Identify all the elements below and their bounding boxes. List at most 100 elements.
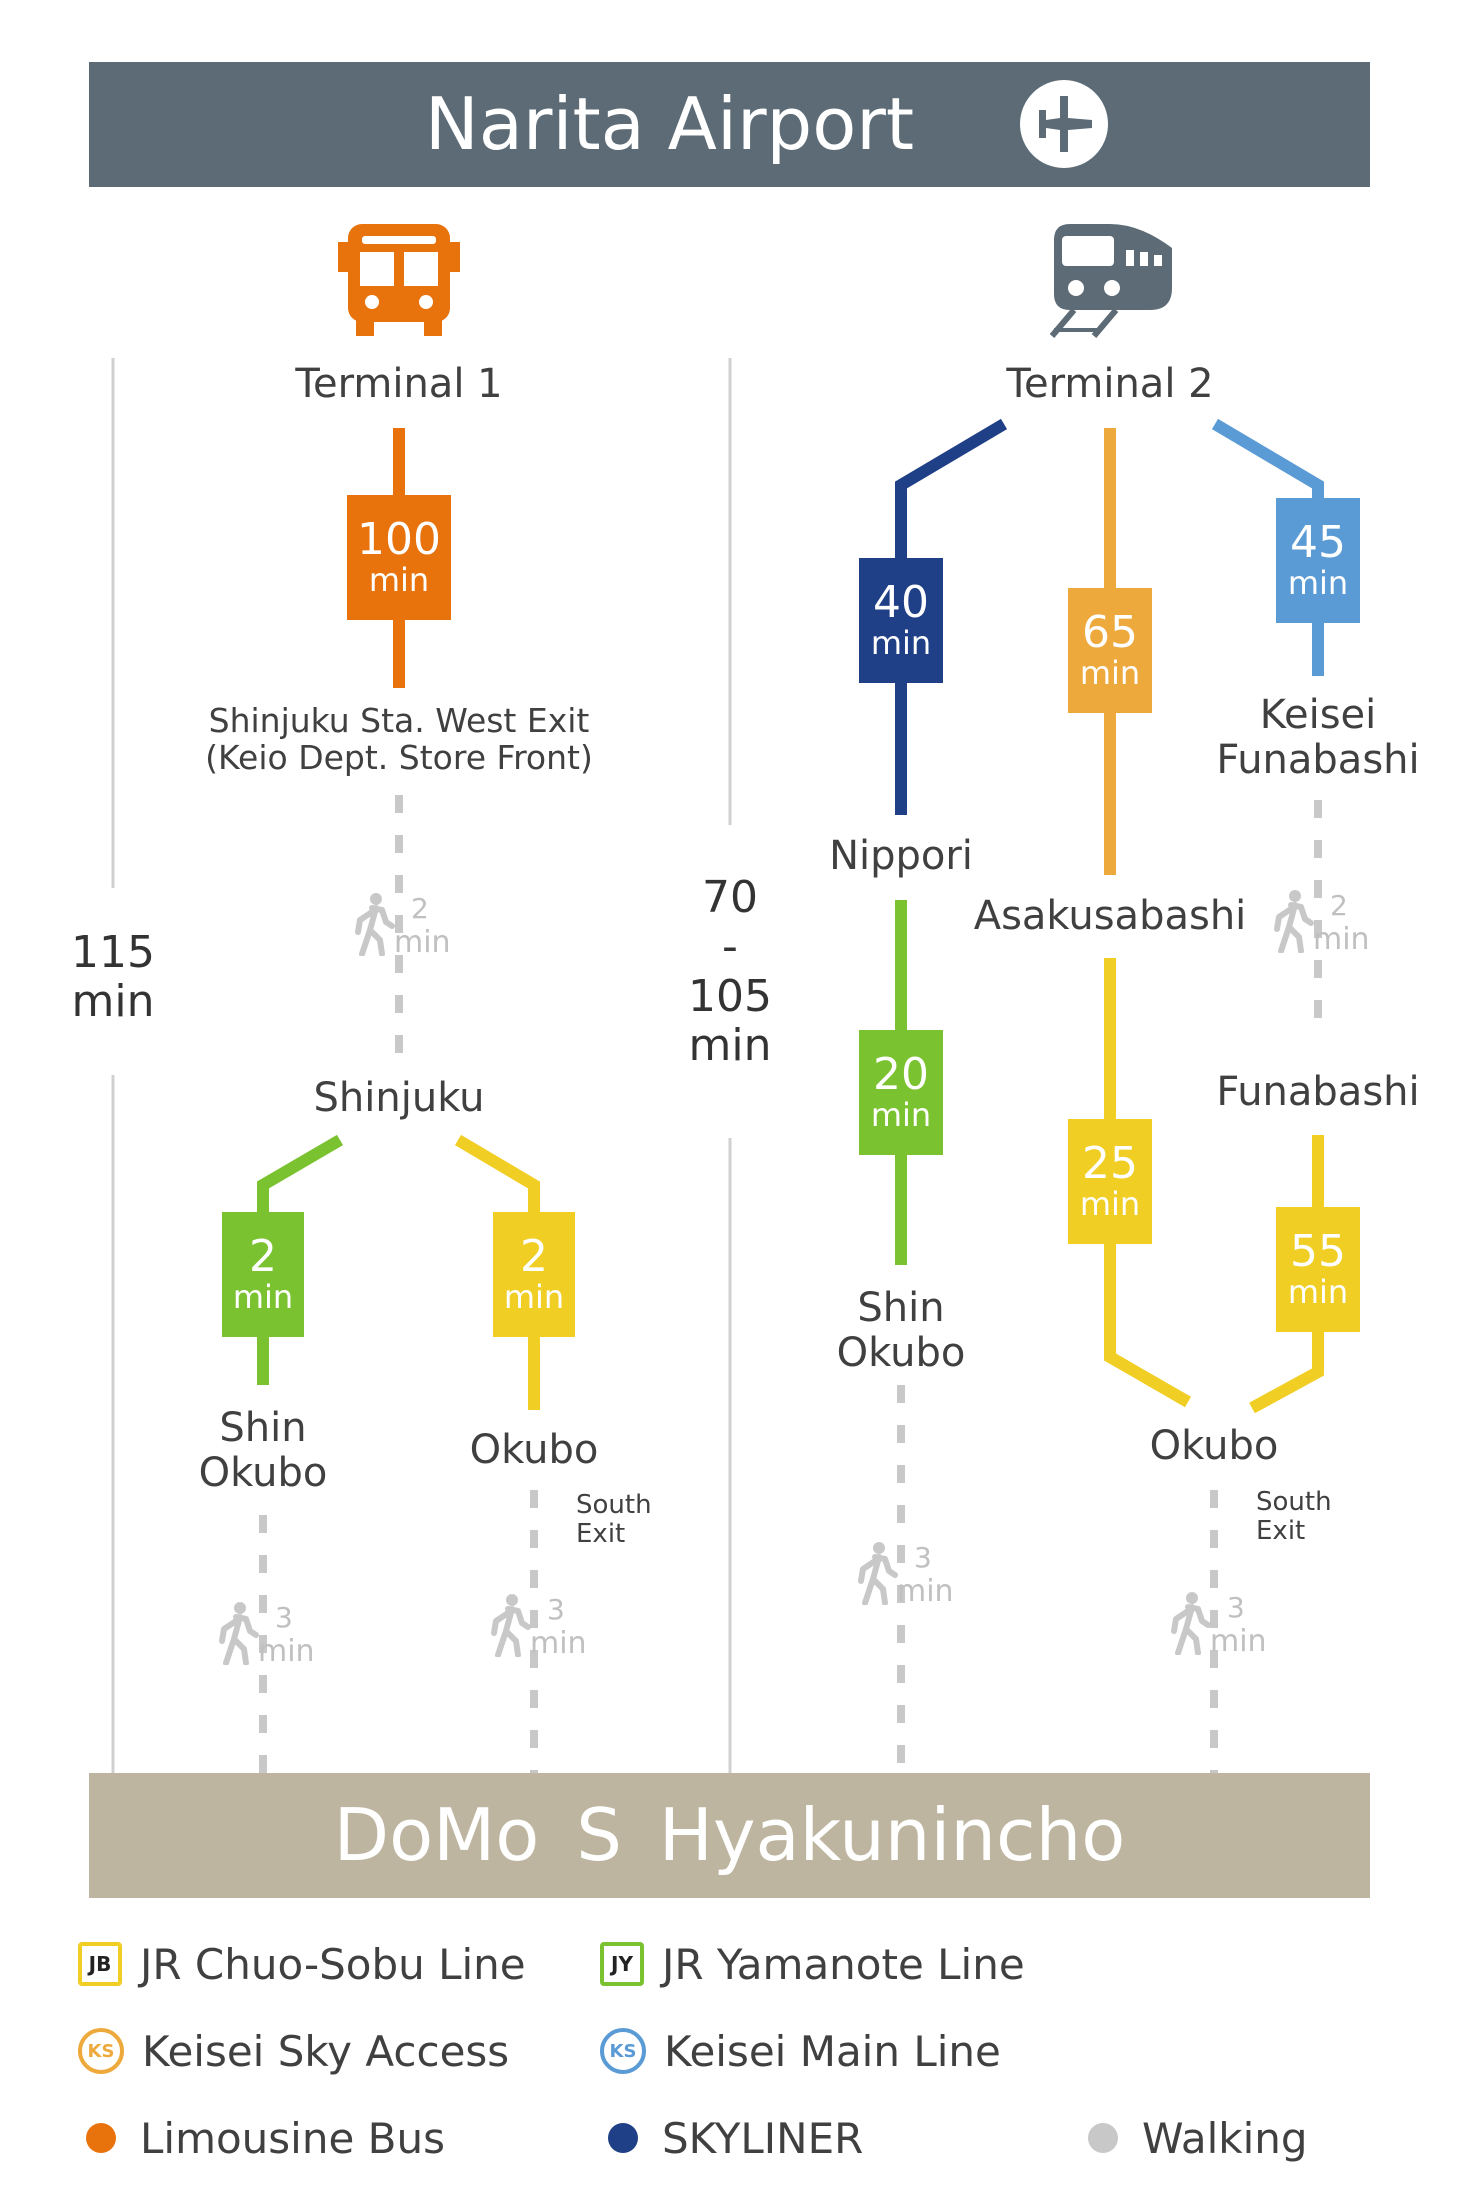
exit-note-line-1: South xyxy=(1256,1487,1332,1517)
walk-minutes: 3 xyxy=(1227,1591,1245,1624)
walking-person-icon xyxy=(219,1602,259,1665)
jr-yamanote-badge: JY xyxy=(600,1942,644,1986)
walk-unit: min xyxy=(258,1634,315,1669)
keisei-main-badge: KS xyxy=(600,2028,646,2074)
chuo-sobu-time-unit: min xyxy=(1079,1185,1141,1223)
skyliner-time-unit: min xyxy=(870,624,932,662)
bus-icon xyxy=(338,224,460,336)
walk-unit: min xyxy=(530,1626,587,1661)
walk-unit: min xyxy=(394,925,451,960)
station-name-line-2: Okubo xyxy=(836,1329,966,1376)
station-terminal-1: Terminal 1 xyxy=(295,361,503,407)
yamanote-time-box: 2 min xyxy=(222,1212,304,1337)
limousine-bus-dot xyxy=(86,2123,116,2153)
legend-item-jr-chuo-sobu: JB JR Chuo-Sobu Line xyxy=(78,1934,526,1994)
bus-total-value: 115 xyxy=(71,927,155,978)
south-exit-note-2: South Exit xyxy=(1256,1487,1332,1547)
legend-item-keisei-main: KS Keisei Main Line xyxy=(600,2021,1001,2081)
train-total-unit: min xyxy=(688,1019,772,1071)
yamanote-time-unit: min xyxy=(870,1096,932,1134)
legend-item-jr-yamanote: JY JR Yamanote Line xyxy=(600,1934,1025,1994)
walk-minutes: 2 xyxy=(1330,889,1348,922)
legend-item-walking: Walking xyxy=(1080,2108,1308,2168)
keisei-sky-access-badge: KS xyxy=(78,2028,124,2074)
walking-person-icon xyxy=(1171,1592,1211,1655)
bus-stop-line-2: (Keio Dept. Store Front) xyxy=(205,737,593,777)
train-total-to: 105 xyxy=(688,970,772,1022)
bus-stop-label: Shinjuku Sta. West Exit (Keio Dept. Stor… xyxy=(205,701,593,777)
station-name-line-1: Keisei xyxy=(1259,692,1377,738)
legend-item-keisei-sky-access: KS Keisei Sky Access xyxy=(78,2021,509,2081)
header-banner: Narita Airport xyxy=(89,62,1370,187)
station-keisei-funabashi: Keisei Funabashi xyxy=(1216,693,1419,783)
walk-minutes: 3 xyxy=(275,1601,293,1634)
keisei-main-time-value: 45 xyxy=(1290,516,1346,568)
legend-label: Limousine Bus xyxy=(140,2113,445,2163)
bus-total-time: 115 min xyxy=(71,928,155,1027)
sky-access-time-unit: min xyxy=(1079,654,1141,692)
legend-label: Walking xyxy=(1142,2113,1308,2163)
train-icon xyxy=(1049,224,1172,338)
legend-label: Keisei Main Line xyxy=(664,2026,1001,2076)
yamanote-time-box-2: 20 min xyxy=(859,1030,943,1155)
chuo-sobu-time-value: 25 xyxy=(1082,1137,1138,1189)
yamanote-time-value: 20 xyxy=(873,1048,929,1100)
destination-title: DoMo S Hyakunincho xyxy=(333,1793,1126,1877)
destination-banner: DoMo S Hyakunincho xyxy=(89,1773,1370,1898)
jr-chuo-sobu-badge: JB xyxy=(78,1942,122,1986)
walk-minutes: 2 xyxy=(411,892,429,925)
walk-unit: min xyxy=(1313,922,1370,957)
station-shin-okubo-2: Shin Okubo xyxy=(837,1286,966,1376)
walk-unit: min xyxy=(1210,1624,1267,1659)
station-name-line-1: Shin xyxy=(857,1285,945,1331)
train-total-time: 70 - 105 min xyxy=(688,873,772,1070)
walk-badge: 2 min xyxy=(1271,885,1381,965)
station-shin-okubo: Shin Okubo xyxy=(199,1406,328,1496)
walk-badge: 3 min xyxy=(1168,1587,1278,1667)
chuo-sobu-time-value: 55 xyxy=(1290,1225,1346,1277)
legend-item-limousine-bus: Limousine Bus xyxy=(78,2108,445,2168)
station-name-line-1: Shin xyxy=(219,1405,307,1451)
bus-total-unit: min xyxy=(71,976,155,1028)
bus-stop-line-1: Shinjuku Sta. West Exit xyxy=(208,701,590,740)
chuo-sobu-time-box: 2 min xyxy=(493,1212,575,1337)
bus-time-value: 100 xyxy=(357,513,441,565)
chuo-sobu-time-box-funabashi: 55 min xyxy=(1276,1207,1360,1332)
station-okubo: Okubo xyxy=(469,1427,599,1473)
exit-note-line-2: Exit xyxy=(1256,1516,1306,1547)
chuo-sobu-time-unit: min xyxy=(503,1278,565,1316)
station-nippori: Nippori xyxy=(829,833,973,879)
station-name-line-2: Okubo xyxy=(198,1449,328,1496)
chuo-sobu-time-box-asakusabashi: 25 min xyxy=(1068,1119,1152,1244)
walk-badge: 3 min xyxy=(488,1589,598,1669)
chuo-sobu-time-unit: min xyxy=(1287,1273,1349,1311)
train-total-from: 70 xyxy=(701,872,758,923)
walk-badge: 3 min xyxy=(855,1537,965,1617)
station-name-line-2: Funabashi xyxy=(1216,736,1420,783)
walk-badge: 2 min xyxy=(352,888,462,968)
skyliner-dot xyxy=(608,2123,638,2153)
walk-minutes: 3 xyxy=(547,1593,565,1626)
skyliner-time-box: 40 min xyxy=(859,558,943,683)
legend-label: JR Yamanote Line xyxy=(662,1939,1025,1989)
station-asakusabashi: Asakusabashi xyxy=(973,893,1247,939)
yamanote-time-value: 2 xyxy=(249,1230,277,1282)
walk-badge: 3 min xyxy=(216,1597,326,1677)
walking-person-icon xyxy=(491,1594,531,1657)
station-okubo-2: Okubo xyxy=(1149,1423,1279,1469)
exit-note-line-1: South xyxy=(576,1490,652,1520)
yamanote-time-unit: min xyxy=(232,1278,294,1316)
bus-time-box: 100 min xyxy=(347,495,451,620)
walking-person-icon xyxy=(858,1542,898,1605)
station-shinjuku: Shinjuku xyxy=(313,1075,485,1121)
walking-person-icon xyxy=(355,893,395,956)
bus-time-unit: min xyxy=(368,561,430,599)
walk-minutes: 3 xyxy=(914,1541,932,1574)
exit-note-line-2: Exit xyxy=(576,1519,626,1550)
keisei-main-time-box: 45 min xyxy=(1276,498,1360,623)
walk-unit: min xyxy=(897,1574,954,1609)
legend-label: Keisei Sky Access xyxy=(142,2026,510,2076)
sky-access-time-value: 65 xyxy=(1082,606,1138,658)
plane-icon xyxy=(1020,80,1108,168)
walking-dot xyxy=(1088,2123,1118,2153)
